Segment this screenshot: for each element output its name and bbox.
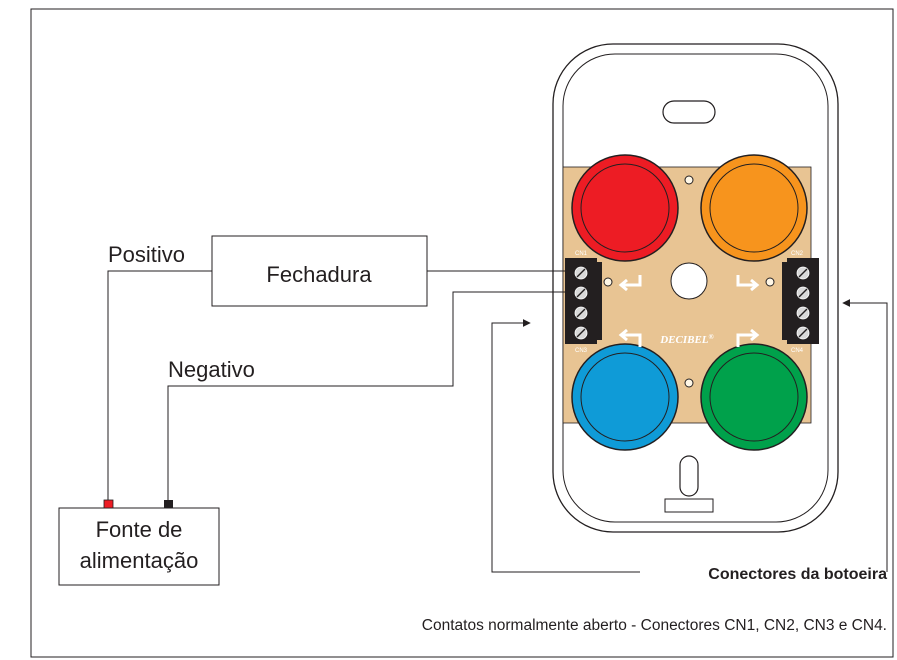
green-button: [700, 343, 808, 451]
mount-hole: [765, 277, 775, 287]
center-hole: [670, 262, 708, 300]
connector-label-cn2: CN2: [791, 251, 804, 257]
connector-label-cn4: CN4: [791, 348, 804, 354]
orange-button: [700, 154, 808, 262]
left-terminal-block: [565, 258, 602, 344]
positive-terminal: [103, 499, 114, 509]
callout-line-left: [491, 319, 640, 573]
negative-wire: [167, 291, 565, 500]
right-terminal-block: [782, 258, 819, 344]
positive-label: Positivo: [108, 242, 185, 267]
negative-label: Negativo: [168, 357, 255, 382]
connector-label-cn3: CN3: [575, 348, 588, 354]
connector-label-cn1: CN1: [575, 251, 588, 257]
power-supply-box: [58, 507, 220, 586]
frame-border: [30, 8, 894, 658]
red-button: [571, 154, 679, 262]
mount-hole: [684, 378, 694, 388]
mount-hole: [603, 277, 613, 287]
mount-hole: [684, 175, 694, 185]
fechadura-label: Fechadura: [266, 262, 372, 287]
board-arrow-icon: [618, 328, 642, 347]
button-panel-device: DECIBEL® CN1 CN3: [552, 43, 839, 533]
power-supply-label-line2: alimentação: [80, 548, 199, 573]
board-arrow-icon: [736, 275, 760, 292]
board-arrow-icon: [618, 275, 642, 292]
positive-wire: [107, 270, 212, 500]
top-slot: [662, 100, 716, 124]
bottom-slot: [679, 455, 699, 497]
board-arrow-icon: [736, 328, 760, 347]
brand-logo: DECIBEL®: [659, 333, 714, 346]
bottom-tab: [664, 498, 714, 513]
footnote: Contatos normalmente aberto - Conectores…: [422, 617, 887, 634]
negative-terminal: [164, 500, 173, 508]
power-supply-label-line1: Fonte de: [96, 517, 183, 542]
connectors-caption: Conectores da botoeira: [708, 566, 887, 583]
fechadura-box: [211, 235, 428, 307]
blue-button: [571, 343, 679, 451]
callout-line-right: [842, 299, 888, 572]
